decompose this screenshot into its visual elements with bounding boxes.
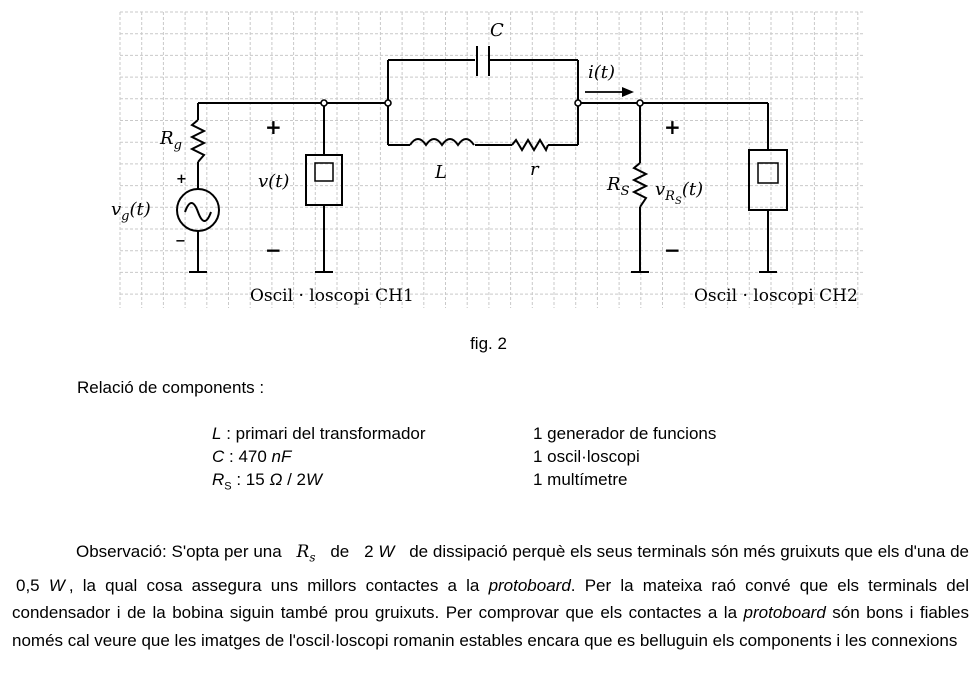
ch2-plus-sign: + [664,115,681,139]
rg-label: Rg [159,128,182,153]
ch1-plus-sign: + [265,115,282,139]
oscilloscope-ch2-label: Oscil · loscopi CH2 [694,286,858,306]
components-list: L : primari del transformador C : 470 nF… [212,422,426,498]
resistor-r-label: r [530,159,540,180]
equipment-list: 1 generador de funcions 1 oscil·loscopi … [533,422,716,491]
v-label: v(t) [258,171,289,192]
capacitor-label: C [490,20,504,41]
rs-symbol: Rs [296,542,316,565]
equipment-item: 1 generador de funcions [533,424,717,443]
component-item-c: C : 470 nF [212,447,292,466]
component-item-l: L : primari del transformador [212,424,426,443]
ch2-minus-sign: − [664,238,681,262]
vg-label: vg(t) [111,199,151,224]
circuit-diagram: C i(t) Rg vg(t) v(t) L r RS vRS(t) + − +… [111,11,865,308]
rs-label: RS [606,174,630,199]
component-item-rs: RS : 15 Ω / 2W [212,470,323,493]
inductor-label: L [434,162,447,183]
equipment-item: 1 multímetre [533,470,628,489]
grid-background [119,11,865,308]
observation-paragraph: Observació: S'opta per una Rs de 2 W de … [12,542,970,650]
vrs-label: vRS(t) [655,179,703,207]
components-title: Relació de components : [77,378,265,397]
source-minus-sign: − [175,234,186,249]
circuit-nodes [320,99,644,107]
current-arrow [585,87,634,97]
wires [176,46,788,273]
ch1-minus-sign: − [265,238,282,262]
oscilloscope-ch1-label: Oscil · loscopi CH1 [250,286,414,306]
current-label: i(t) [588,62,615,83]
figure-caption: fig. 2 [470,334,507,353]
source-plus-sign: + [176,172,187,187]
equipment-item: 1 oscil·loscopi [533,447,640,466]
